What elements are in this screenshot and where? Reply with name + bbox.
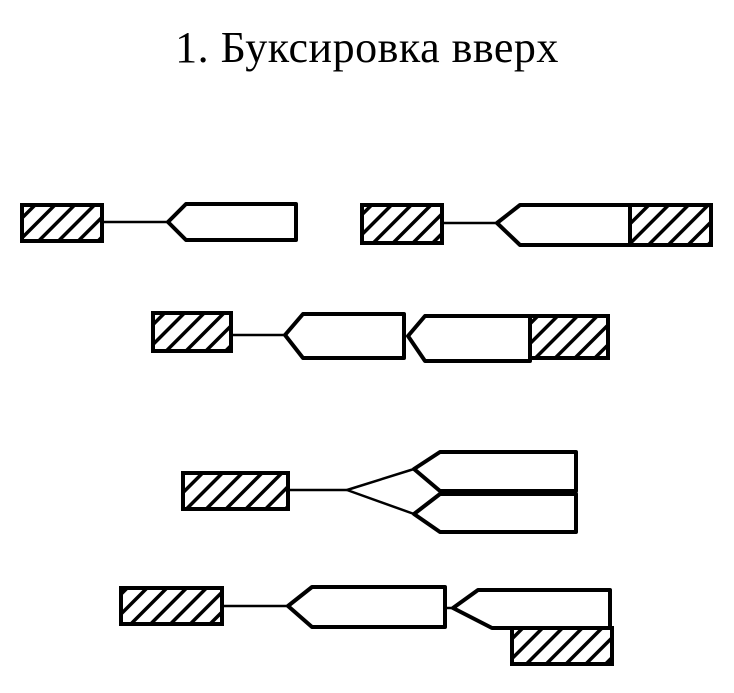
scheme-2 [360, 203, 713, 247]
diagram-title: 1. Буксировка вверх [175, 23, 559, 72]
tug-hatched-box [151, 311, 233, 353]
barge-outline [406, 314, 532, 363]
scheme-3 [151, 311, 610, 363]
barge-outline [495, 203, 632, 247]
bridle-cable [346, 467, 415, 516]
scheme-5 [119, 585, 614, 666]
barge-outline [412, 450, 578, 493]
barge-outline [412, 492, 578, 534]
tug-hatched-box [628, 203, 713, 247]
barge-outline [283, 312, 406, 360]
tug-hatched-box [181, 471, 290, 511]
tug-hatched-box [510, 626, 614, 666]
barge-bow-edge [413, 468, 441, 492]
barge-outline [166, 202, 298, 242]
scheme-4 [181, 450, 578, 534]
barge-outline [451, 588, 612, 630]
tug-hatched-box [528, 314, 610, 360]
barge-outline [286, 585, 447, 629]
tug-hatched-box [119, 586, 224, 626]
scheme-1 [20, 202, 298, 243]
tug-hatched-box [360, 203, 444, 245]
tug-hatched-box [20, 203, 104, 243]
